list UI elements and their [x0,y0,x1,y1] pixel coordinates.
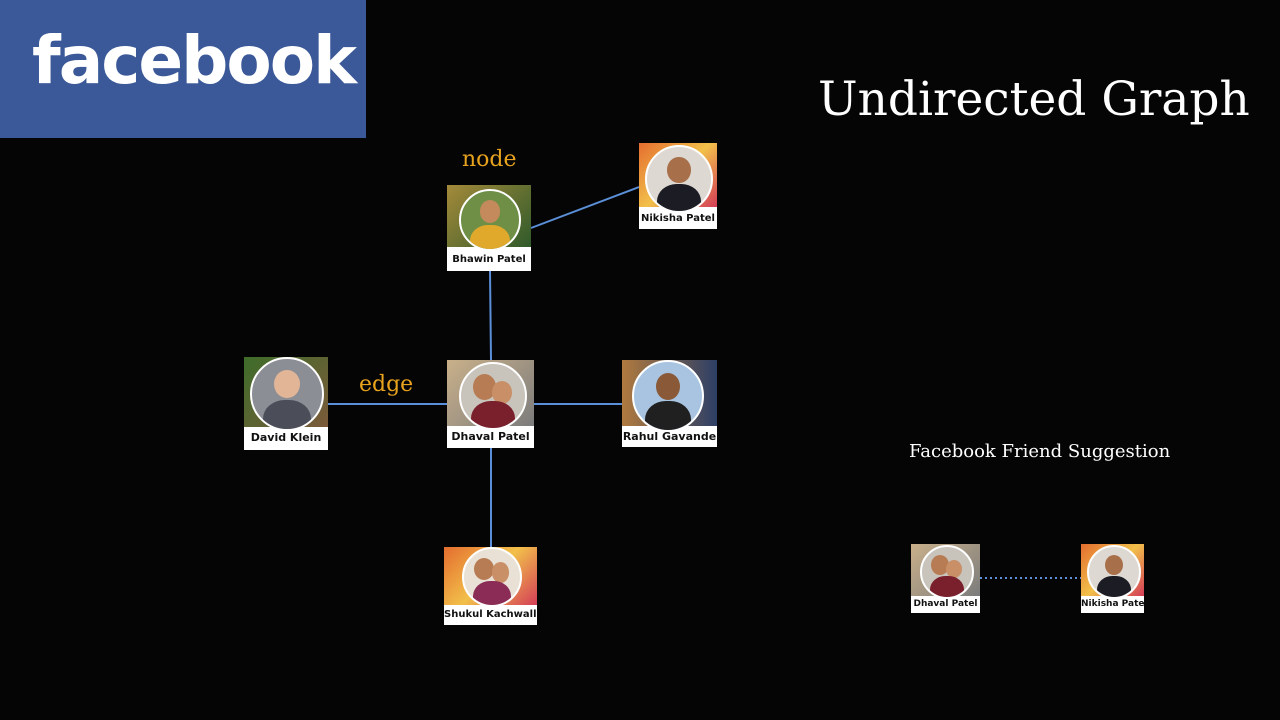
node-name: Shukul Kachwalla [444,609,537,620]
node-name: Rahul Gavande [622,430,717,443]
edge-annotation: edge [359,372,414,397]
node-name: Nikisha Patel [1081,599,1144,609]
node-name: Nikisha Patel [641,213,715,224]
node-dhaval[interactable]: Dhaval Patel [447,360,534,448]
facebook-logo-text: facebook [32,22,357,99]
node-shukul[interactable]: Shukul Kachwalla [444,547,537,625]
node-bhawin[interactable]: Bhawin Patel [447,185,531,271]
node-rahul[interactable]: Rahul Gavande [622,360,717,447]
edge-bhawin-dhaval [489,270,492,361]
node-david[interactable]: David Klein [244,357,328,450]
edge-bhawin-nikisha [530,186,640,229]
page-title: Undirected Graph [818,72,1250,127]
node-nikisha[interactable]: Nikisha Patel [639,143,717,229]
friend-suggestion-title: Facebook Friend Suggestion [909,441,1171,462]
node-name: Bhawin Patel [452,254,526,265]
node-annotation: node [462,147,517,172]
node-name: Dhaval Patel [451,430,530,443]
facebook-logo: facebook [0,0,366,138]
suggestion-node-nikisha[interactable]: Nikisha Patel [1081,544,1144,613]
node-name: David Klein [250,431,322,444]
suggestion-node-dhaval[interactable]: Dhaval Patel [911,544,980,613]
node-name: Dhaval Patel [913,599,978,609]
